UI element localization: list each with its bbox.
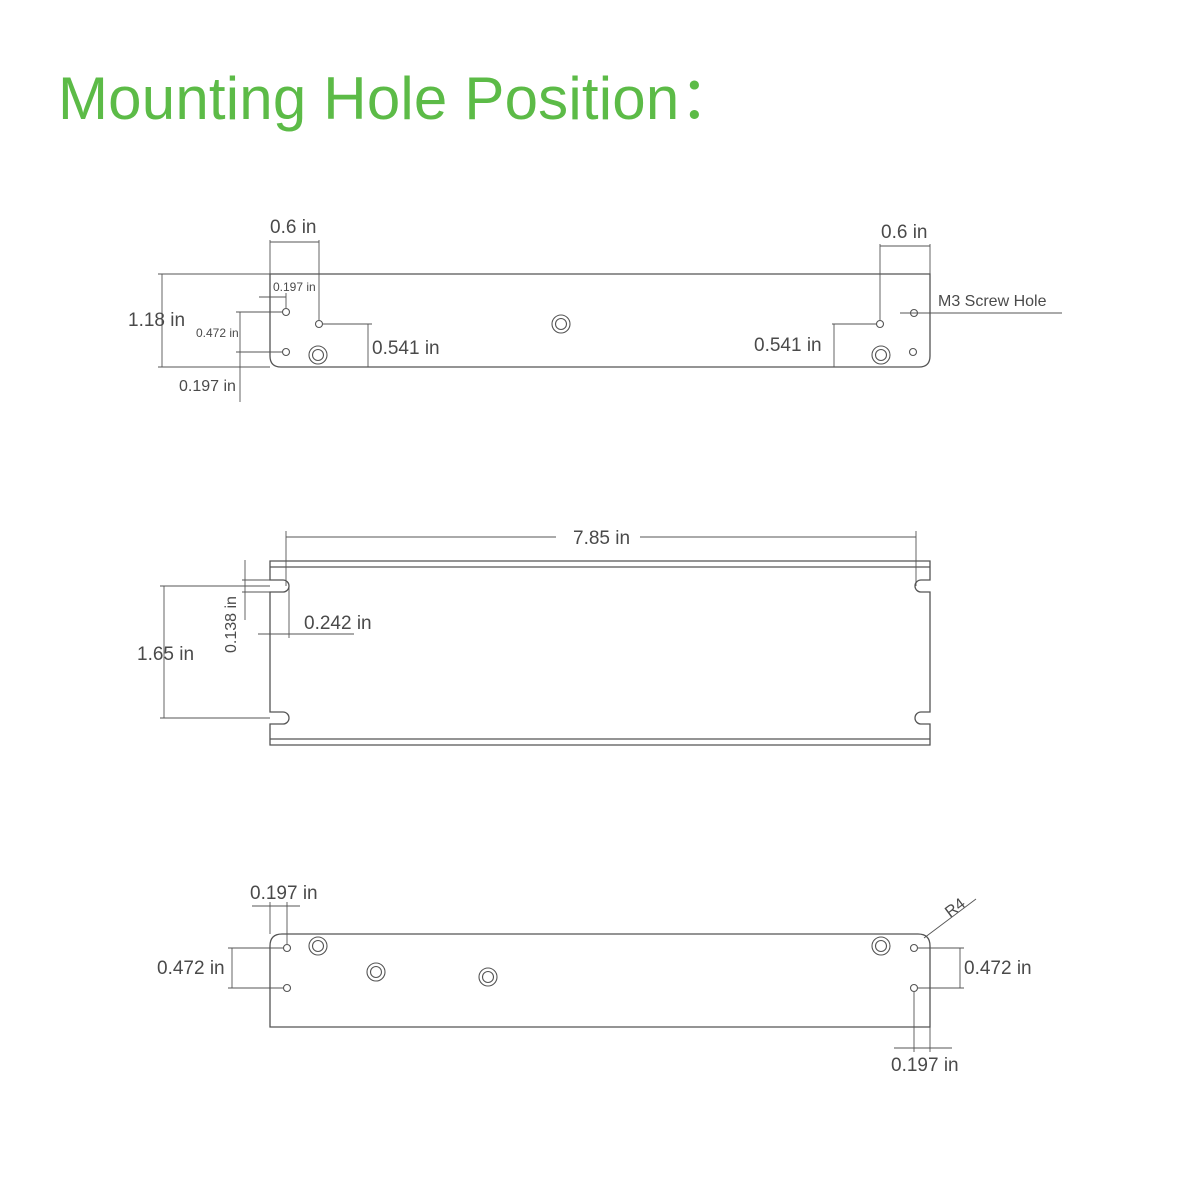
dim-hole-spacing-right: 0.472 in (964, 958, 1032, 979)
dim-width-right: 0.6 in (881, 222, 927, 243)
dim-edge-offset-right: 0.197 in (891, 1055, 959, 1076)
dim-slot-depth: 0.242 in (304, 613, 372, 634)
dim-width-left: 0.6 in (270, 217, 316, 238)
standoff-outer (551, 314, 571, 334)
standoff-outer (308, 936, 328, 956)
dim-slot-width: 0.138 in (223, 596, 240, 653)
bottom-plate-outline (269, 933, 931, 1028)
dim-bottom-offset: 0.197 in (179, 378, 236, 395)
dim-height: 1.65 in (137, 644, 194, 665)
bottom-view: 0.197 in 0.472 in 0.472 in 0.197 in R4 (157, 883, 1032, 1076)
mount-hole (281, 347, 291, 357)
top-view: 0.6 in 0.197 in 1.18 in 0.472 in 0.197 i… (128, 217, 1062, 402)
dim-hole-spacing: 0.472 in (196, 326, 239, 340)
page-title: Mounting Hole Position： (58, 65, 740, 132)
dim-hole-height-right: 0.541 in (754, 335, 822, 356)
standoff-inner (369, 965, 383, 979)
standoff-inner (874, 348, 888, 362)
dim-length: 7.85 in (573, 528, 630, 549)
standoff-inner (311, 939, 325, 953)
dim-corner-radius: R4 (942, 895, 969, 921)
standoff-outer (366, 962, 386, 982)
dim-height: 1.18 in (128, 310, 185, 331)
mount-hole (875, 319, 885, 329)
top-plate-outline (269, 273, 931, 368)
middle-view: 7.85 in 0.138 in 0.242 in 1.65 in (137, 528, 931, 746)
standoff-inner (311, 348, 325, 362)
standoff-outer (308, 345, 328, 365)
dim-edge-offset-left: 0.197 in (250, 883, 318, 904)
m3-screw-hole-label: M3 Screw Hole (938, 293, 1047, 310)
dim-hole-height-left: 0.541 in (372, 338, 440, 359)
standoff-outer (871, 936, 891, 956)
mount-hole (282, 943, 292, 953)
mount-hole (909, 983, 919, 993)
mount-hole (314, 319, 324, 329)
mount-hole (908, 347, 918, 357)
standoff-inner (481, 970, 495, 984)
mount-hole (282, 983, 292, 993)
dim-screw-pitch: 0.197 in (273, 280, 316, 294)
standoff-outer (478, 967, 498, 987)
dim-hole-spacing-left: 0.472 in (157, 958, 225, 979)
standoff-inner (874, 939, 888, 953)
standoff-outer (871, 345, 891, 365)
standoff-inner (554, 317, 568, 331)
mount-hole (909, 943, 919, 953)
mount-hole (281, 307, 291, 317)
side-plate-outline (269, 560, 931, 746)
